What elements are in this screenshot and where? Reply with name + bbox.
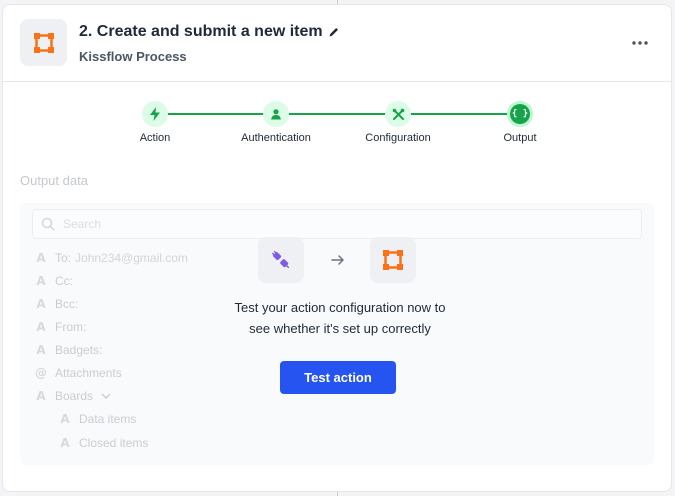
text-type-icon: A (36, 251, 46, 265)
field-row-data-items[interactable]: A Data items (57, 412, 140, 426)
search-placeholder: Search (63, 217, 102, 231)
arrow-right-icon (331, 254, 345, 266)
step-output[interactable]: { } Output (470, 101, 570, 144)
braces-icon: { } (510, 104, 530, 124)
stepper-connector (155, 113, 521, 115)
field-row-boards[interactable]: A Boards (33, 389, 111, 403)
text-type-icon: A (36, 297, 46, 311)
app-subtitle: Kissflow Process (79, 49, 187, 64)
test-prompt-line-1: Test your action configuration now to (234, 300, 446, 315)
text-type-icon: A (60, 412, 70, 426)
step-circle (142, 101, 168, 127)
text-type-icon: A (60, 436, 70, 450)
title-row: 2. Create and submit a new item (79, 23, 340, 41)
tools-icon (392, 108, 404, 120)
step-configuration[interactable]: Configuration (348, 101, 448, 144)
search-input[interactable]: Search (32, 209, 642, 239)
kissflow-logo-icon (370, 237, 416, 283)
connector-line-bottom (337, 492, 338, 496)
field-label: Boards (55, 389, 94, 403)
field-value: John234@gmail.com (75, 251, 188, 265)
output-data-panel: Search A To: John234@gmail.com A Cc: A B… (20, 203, 654, 465)
output-section-title: Output data (20, 173, 88, 188)
field-label: Closed items (79, 436, 149, 450)
field-label: Cc: (55, 274, 73, 288)
step-card: 2. Create and submit a new item Kissflow… (2, 4, 672, 492)
field-row-to[interactable]: A To: John234@gmail.com (33, 251, 188, 265)
text-type-icon: A (36, 389, 46, 403)
step-circle (263, 101, 289, 127)
field-label: To: (55, 251, 72, 265)
field-row-closed-items[interactable]: A Closed items (57, 436, 152, 450)
chevron-down-icon[interactable] (101, 393, 111, 399)
field-row-cc[interactable]: A Cc: (33, 274, 77, 288)
test-prompt-overlay: Test your action configuration now to se… (3, 5, 671, 491)
test-prompt-line-2: see whether it's set up correctly (249, 321, 431, 336)
more-options-button[interactable] (629, 33, 651, 53)
user-icon (271, 109, 281, 120)
field-label: Data items (79, 412, 137, 426)
step-label: Action (139, 132, 171, 144)
test-action-button[interactable]: Test action (280, 361, 396, 394)
search-icon (41, 217, 55, 231)
field-label: Bcc: (55, 297, 79, 311)
kissflow-logo-icon (20, 19, 67, 66)
field-row-bcc[interactable]: A Bcc: (33, 297, 82, 311)
step-circle (385, 101, 411, 127)
field-label: Badgets: (55, 343, 103, 357)
text-type-icon: A (36, 320, 46, 334)
plug-icon (258, 237, 304, 283)
step-action[interactable]: Action (105, 101, 205, 144)
test-prompt-message: Test your action configuration now to se… (185, 297, 495, 339)
step-label: Output (503, 132, 537, 144)
step-authentication[interactable]: Authentication (226, 101, 326, 144)
step-title: 2. Create and submit a new item (79, 23, 323, 40)
field-row-attachments[interactable]: @ Attachments (33, 366, 126, 380)
step-circle-active: { } (507, 101, 533, 127)
field-row-badgets[interactable]: A Badgets: (33, 343, 106, 357)
attachment-icon: @ (35, 366, 47, 380)
progress-stepper: Action Authentication Configuration (3, 95, 671, 155)
field-row-from[interactable]: A From: (33, 320, 90, 334)
field-label: From: (55, 320, 87, 334)
pencil-icon[interactable] (328, 26, 340, 38)
field-label: Attachments (55, 366, 122, 380)
text-type-icon: A (36, 274, 46, 288)
step-label: Configuration (365, 132, 431, 144)
more-horizontal-icon (632, 41, 648, 45)
card-header: 2. Create and submit a new item Kissflow… (3, 5, 671, 82)
step-label: Authentication (241, 132, 311, 144)
text-type-icon: A (36, 343, 46, 357)
connector-line-top (337, 0, 338, 4)
lightning-icon (150, 107, 160, 121)
